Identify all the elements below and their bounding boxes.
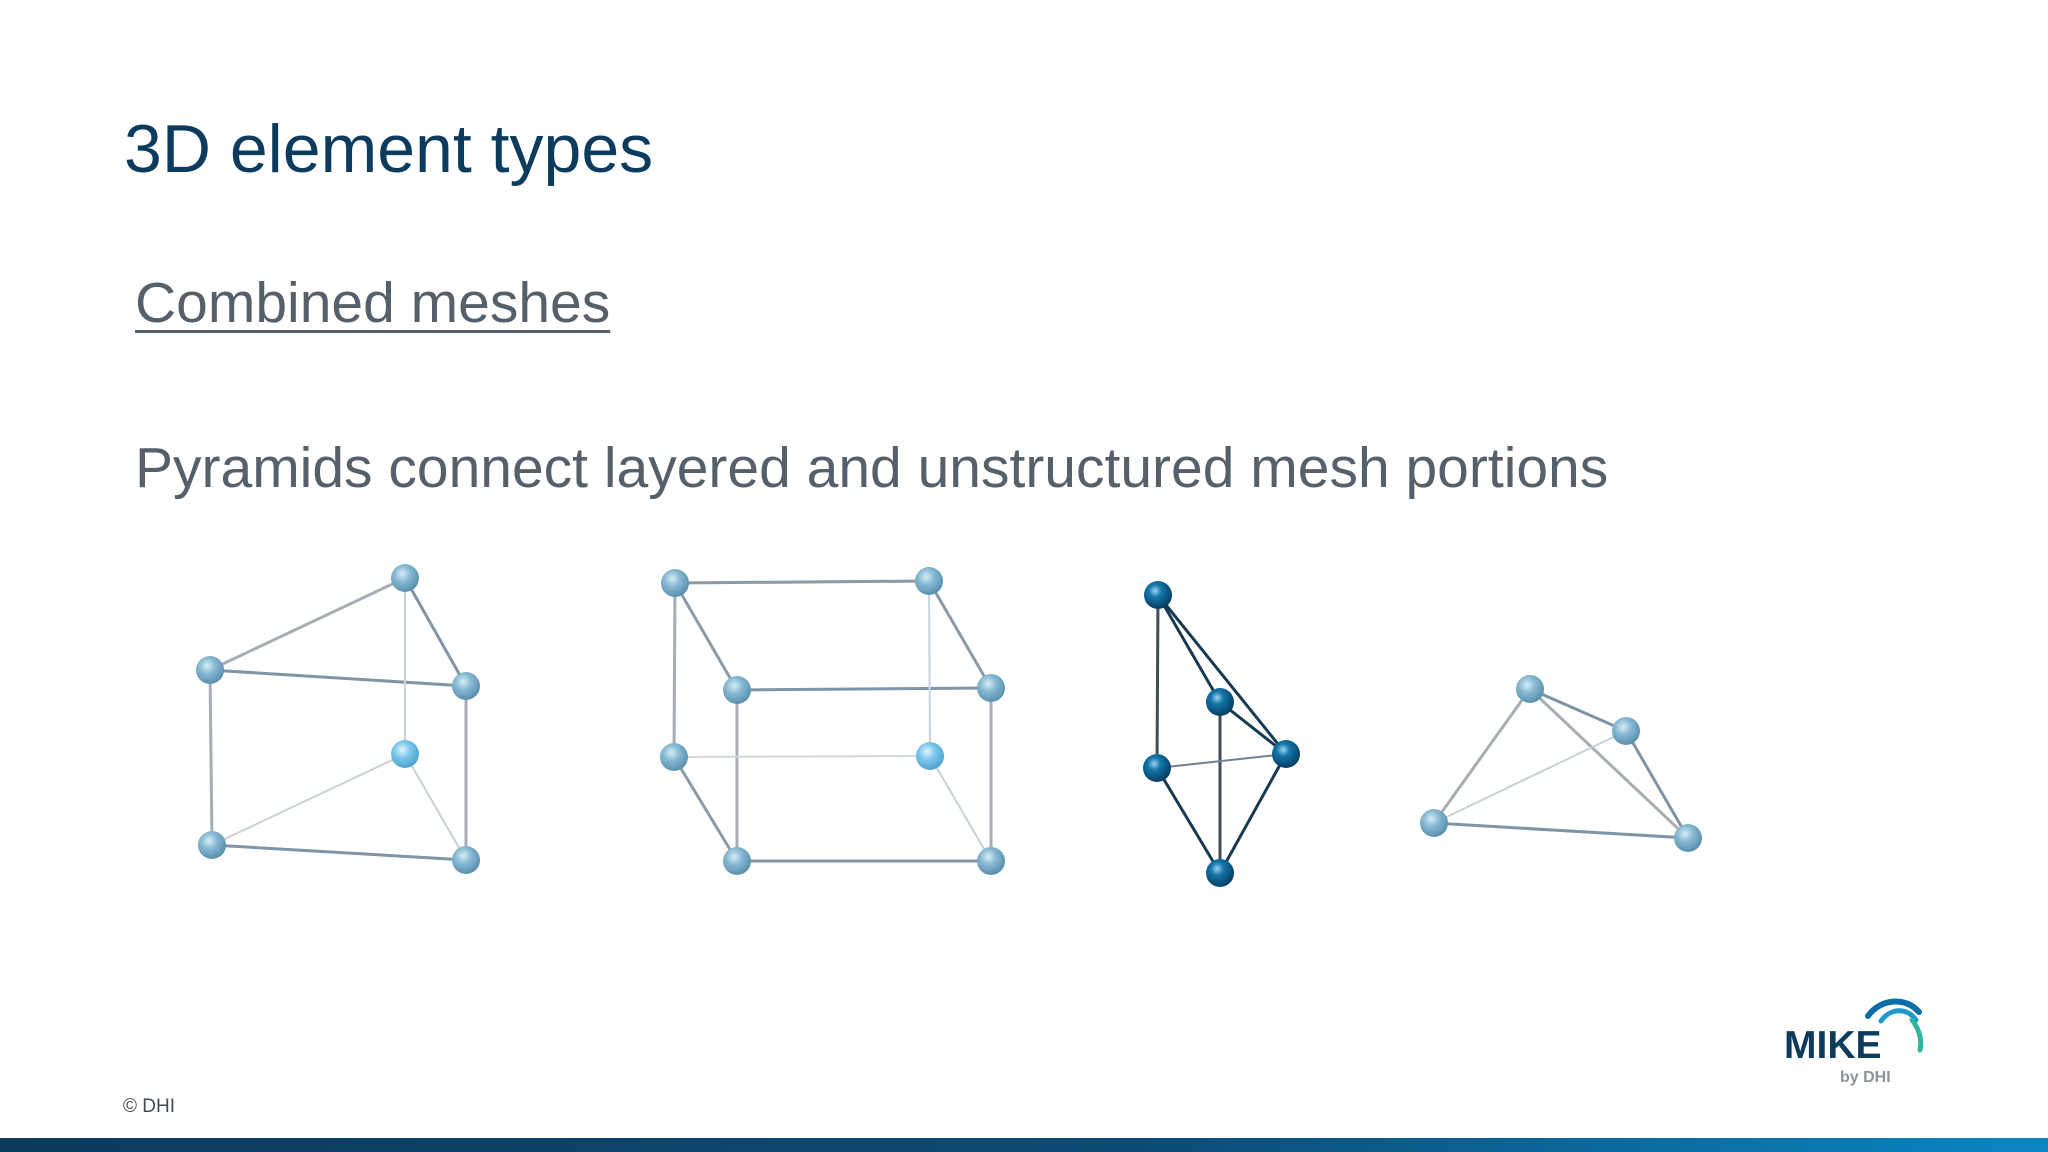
- hexahedron-element: [660, 567, 1005, 875]
- dhi-wave-logo-icon: [1865, 998, 1924, 1053]
- pyramid-element: [1143, 581, 1300, 887]
- section-heading: Combined meshes: [135, 271, 611, 335]
- tetrahedron-wireframe-icon: [1420, 675, 1702, 852]
- logo-byline-text: by DHI: [1840, 1069, 1891, 1086]
- slide-title: 3D element types: [124, 111, 654, 187]
- copyright-notice: © DHI: [123, 1096, 175, 1117]
- mike-logo: MIKE by DHI: [1784, 998, 1924, 1086]
- triangular-prism-element: [196, 564, 480, 874]
- prism-wireframe-icon: [196, 564, 480, 874]
- logo-brand-text: MIKE: [1784, 1024, 1882, 1067]
- hexahedron-wireframe-icon: [660, 567, 1005, 875]
- tetrahedron-element: [1420, 675, 1702, 852]
- body-text: Pyramids connect layered and unstructure…: [135, 436, 1609, 500]
- pyramid-wireframe-icon: [1143, 581, 1300, 887]
- footer-accent-bar: [0, 1138, 2048, 1152]
